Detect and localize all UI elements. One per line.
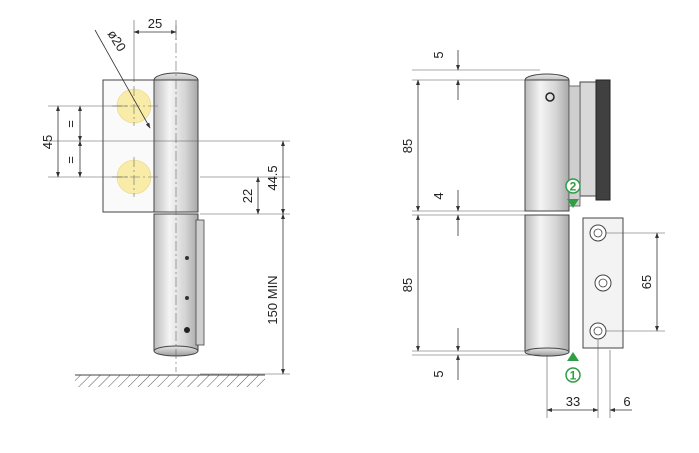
dim-bottom-5-label: 5 [431,370,446,377]
dim-width-label: 25 [148,16,162,31]
frame-screw-hole [594,274,612,292]
dim-equal-lower: = [63,156,78,164]
right-lower-barrel [524,214,570,352]
marker-1: 1 [565,352,581,383]
marker-2-label: 2 [570,180,577,194]
dim-lower-85-label: 85 [400,278,415,292]
dim-top-5-label: 5 [431,51,446,58]
set-screw [545,92,555,102]
screw-dot [185,256,189,260]
right-upper-barrel [524,79,570,212]
marker-2: 2 [565,178,581,208]
dim-22-label: 22 [240,189,255,203]
dim-upper-85-label: 85 [400,139,415,153]
right-view: 5 85 4 85 5 65 33 6 2 [400,50,665,418]
frame-screw-hole [589,322,607,340]
dim-diameter-label: ø20 [105,27,130,54]
marker-2-arrow-icon [567,199,579,208]
dim-33-label: 33 [566,394,580,409]
dim-hole-spacing-label: 45 [40,135,55,149]
screw-dot [185,296,189,300]
left-view: 25 ø20 45 = = 22 44.5 150 MIN [40,16,290,387]
marker-1-label: 1 [570,369,577,383]
floor-hatching [75,374,265,387]
dim-equal-upper: = [63,120,78,128]
dim-65-label: 65 [639,275,654,289]
marker-1-arrow-icon [567,352,579,361]
screw-dot [184,327,190,333]
dim-4-label: 4 [431,192,446,199]
dim-150-min-label: 150 MIN [265,275,280,324]
dim-44-5-label: 44.5 [265,165,280,190]
dim-6-label: 6 [623,394,630,409]
frame-screw-hole [589,224,607,242]
